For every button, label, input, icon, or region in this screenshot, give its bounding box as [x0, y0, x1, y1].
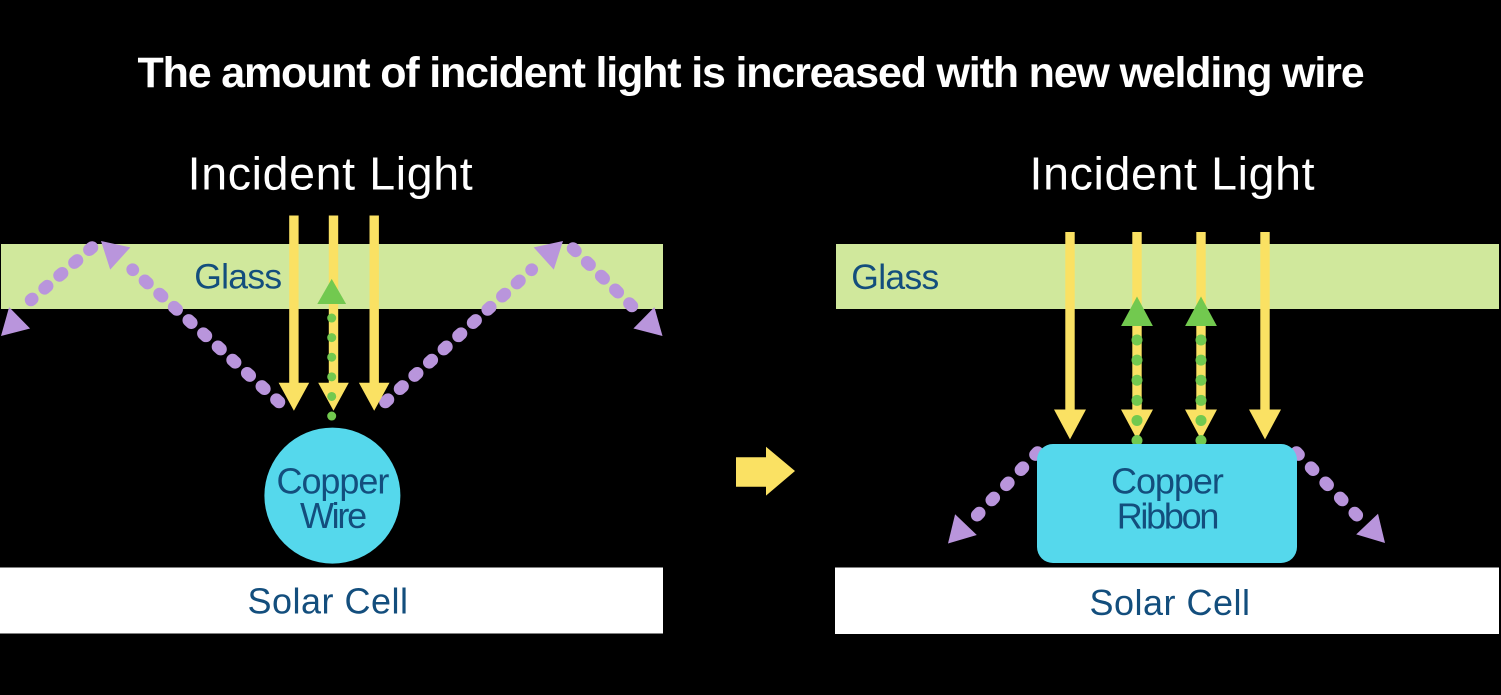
- svg-text:Ribbon: Ribbon: [1117, 495, 1218, 536]
- svg-text:Glass: Glass: [194, 256, 281, 296]
- svg-text:Copper: Copper: [1111, 461, 1224, 502]
- svg-text:Incident Light: Incident Light: [188, 147, 474, 199]
- svg-text:Solar Cell: Solar Cell: [1089, 582, 1250, 623]
- svg-text:Copper: Copper: [277, 460, 390, 501]
- svg-text:The amount of incident light i: The amount of incident light is increase…: [138, 49, 1364, 97]
- svg-text:Wire: Wire: [300, 495, 366, 536]
- svg-text:Glass: Glass: [851, 257, 938, 297]
- svg-text:Solar Cell: Solar Cell: [247, 581, 408, 622]
- svg-text:Incident Light: Incident Light: [1030, 147, 1316, 199]
